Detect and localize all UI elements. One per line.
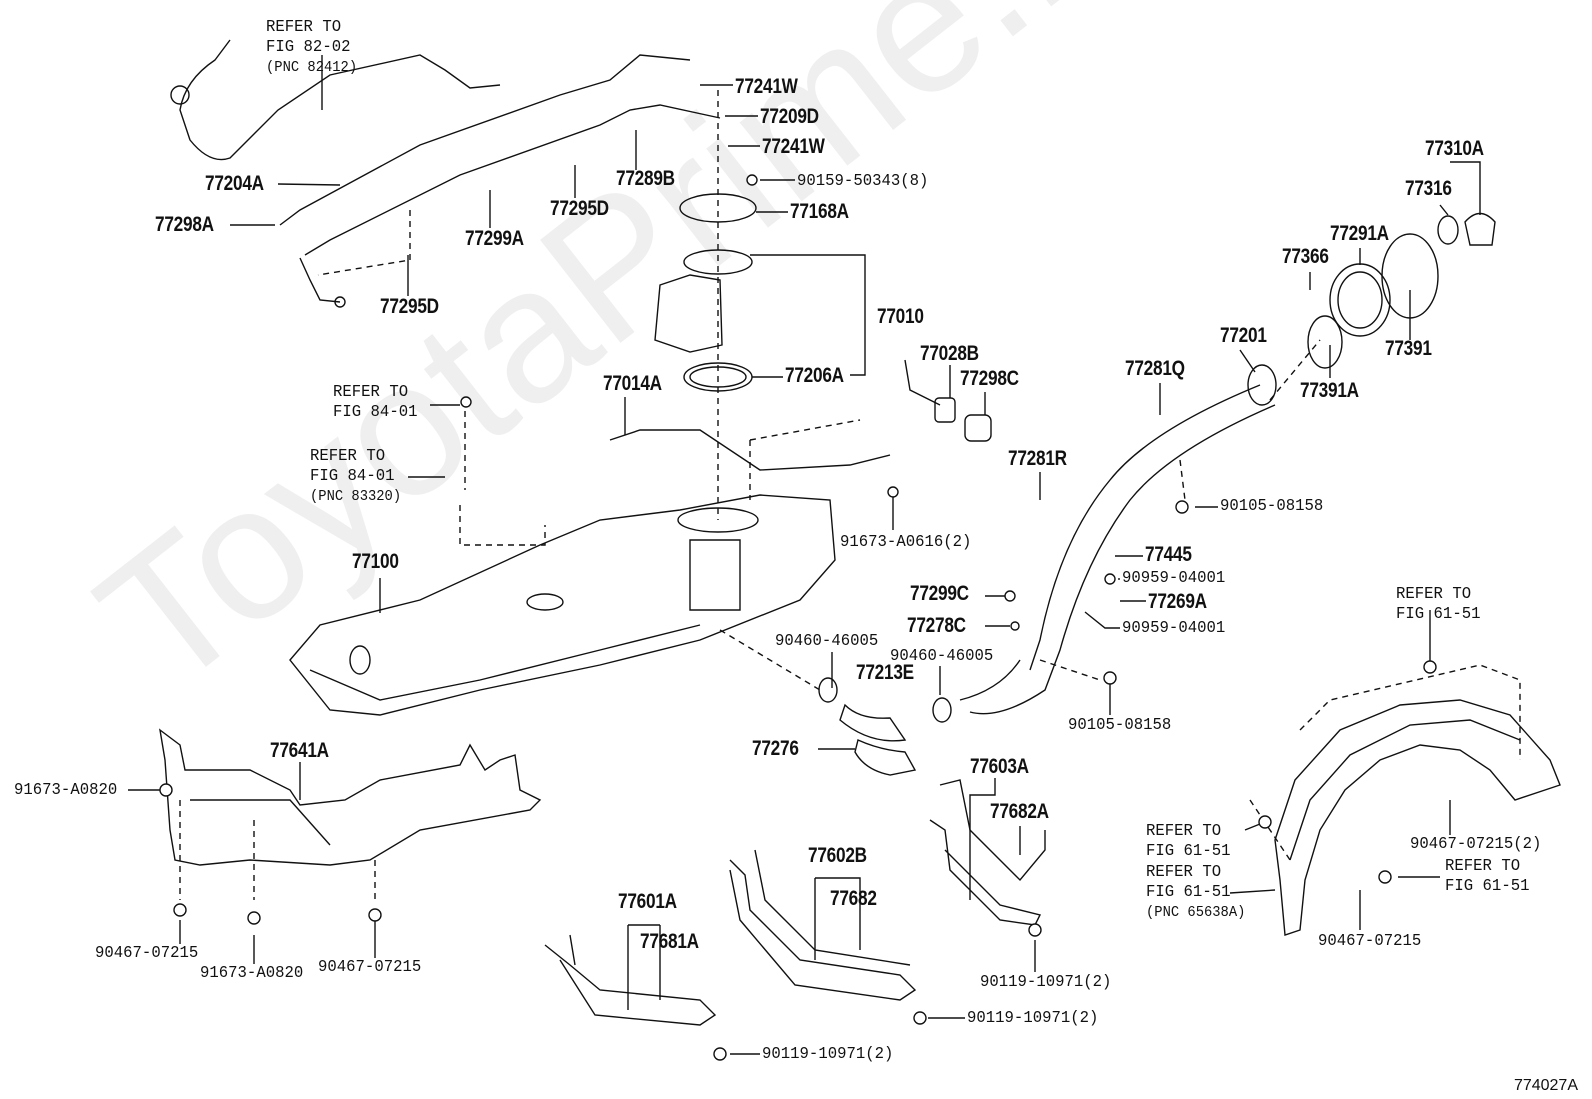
part-label: 77298A [155, 213, 214, 236]
vapor-hose [609, 359, 992, 471]
part-label: 77281R [1008, 447, 1067, 470]
figure-code: 774027A [1513, 1077, 1578, 1094]
part-label: 90119-10971(2) [762, 1045, 894, 1064]
part-label: 77316 [1405, 177, 1452, 200]
tank-straps [544, 779, 1046, 1026]
refer-pnc: (PNC 83320) [310, 488, 402, 505]
leader-lines [128, 55, 1481, 1055]
part-label: 90959-04001 [1122, 619, 1226, 638]
part-label: 77206A [785, 364, 844, 387]
refer-line: FIG 84-01 [333, 403, 418, 422]
refer-note: REFER TO FIG 61-51 [1146, 822, 1230, 862]
part-label: 90460-46005 [890, 647, 994, 666]
refer-note: REFER TO FIG 84-01 (PNC 83320) [310, 447, 401, 507]
part-label: 77276 [752, 737, 799, 760]
part-label: 77201 [1220, 324, 1267, 347]
part-label: 77281Q [1125, 357, 1185, 380]
short-hoses [818, 677, 952, 776]
part-label: 77366 [1282, 245, 1329, 268]
refer-note: REFER TO FIG 61-51 [1445, 857, 1529, 897]
refer-note: REFER TO FIG 84-01 [333, 383, 417, 423]
refer-line: REFER TO [310, 447, 386, 466]
part-label: 90119-10971(2) [980, 973, 1112, 992]
refer-line: FIG 61-51 [1146, 842, 1231, 861]
part-label: 77010 [877, 305, 924, 328]
part-label: 77269A [1148, 590, 1207, 613]
part-label: 77682A [990, 800, 1049, 823]
part-label: 90105-08158 [1068, 716, 1172, 735]
part-label: 77209D [760, 105, 819, 128]
part-label: 77028B [920, 342, 979, 365]
refer-line: REFER TO [1445, 857, 1521, 876]
fuel-pump-assembly [654, 193, 757, 392]
refer-note: REFER TO FIG 61-51 (PNC 65638A) [1146, 863, 1245, 923]
part-label: 77602B [808, 844, 867, 867]
refer-line: FIG 61-51 [1146, 883, 1231, 902]
refer-line: FIG 84-01 [310, 467, 395, 486]
refer-pnc: (PNC 82412) [266, 59, 358, 76]
fender-liner [1274, 699, 1561, 936]
part-label: 77291A [1330, 222, 1389, 245]
part-label: 77168A [790, 200, 849, 223]
fuel-line-main [170, 39, 721, 308]
refer-line: REFER TO [1146, 822, 1222, 841]
part-label: 77603A [970, 755, 1029, 778]
part-label: 77641A [270, 739, 329, 762]
refer-line: REFER TO [1146, 863, 1222, 882]
part-label: 77204A [205, 172, 264, 195]
part-label: 77213E [856, 661, 914, 684]
fuel-tank [289, 494, 836, 716]
part-label: 77445 [1145, 543, 1192, 566]
part-label: 90467-07215 [318, 958, 422, 977]
refer-line: FIG 61-51 [1396, 605, 1481, 624]
part-label: 77014A [603, 372, 662, 395]
part-label: 77295D [380, 295, 439, 318]
refer-line: REFER TO [1396, 585, 1472, 604]
part-label: 77100 [352, 550, 399, 573]
refer-line: FIG 82-02 [266, 38, 351, 57]
part-label: 77241W [762, 135, 825, 158]
refer-note: REFER TO FIG 61-51 [1396, 585, 1480, 625]
refer-line: FIG 61-51 [1445, 877, 1530, 896]
part-label: 77278C [907, 614, 966, 637]
part-label: 77299C [910, 582, 969, 605]
part-label: 77310A [1425, 137, 1484, 160]
part-label: 77298C [960, 367, 1019, 390]
part-label: 77601A [618, 890, 677, 913]
part-label: 90467-07215(2) [1410, 835, 1542, 854]
part-label: 90159-50343(8) [797, 172, 929, 191]
tank-protector [159, 728, 542, 866]
refer-line: REFER TO [333, 383, 409, 402]
part-label: 90467-07215 [95, 944, 199, 963]
part-label: 77289B [616, 167, 675, 190]
filler-pipe [959, 364, 1277, 715]
part-label: 77682 [830, 887, 877, 910]
part-label: 77295D [550, 197, 609, 220]
bolt-icons [159, 174, 1437, 1061]
part-label: 91673-A0820 [14, 781, 118, 800]
part-label: 77681A [640, 930, 699, 953]
part-label: 90467-07215 [1318, 932, 1422, 951]
part-label: 77391 [1385, 337, 1432, 360]
refer-note: REFER TO FIG 82-02 (PNC 82412) [266, 18, 357, 78]
refer-pnc: (PNC 65638A) [1146, 904, 1246, 921]
part-label: 90105-08158 [1220, 497, 1324, 516]
part-label: 77299A [465, 227, 524, 250]
part-label: 77391A [1300, 379, 1359, 402]
part-label: 91673-A0616(2) [840, 533, 972, 552]
part-label: 91673-A0820 [200, 964, 304, 983]
part-label: 77241W [735, 75, 798, 98]
part-label: 90119-10971(2) [967, 1009, 1099, 1028]
part-label: 90460-46005 [775, 632, 879, 651]
part-label: 90959-04001 [1122, 569, 1226, 588]
refer-line: REFER TO [266, 18, 342, 37]
dashed-guides [179, 90, 1521, 900]
